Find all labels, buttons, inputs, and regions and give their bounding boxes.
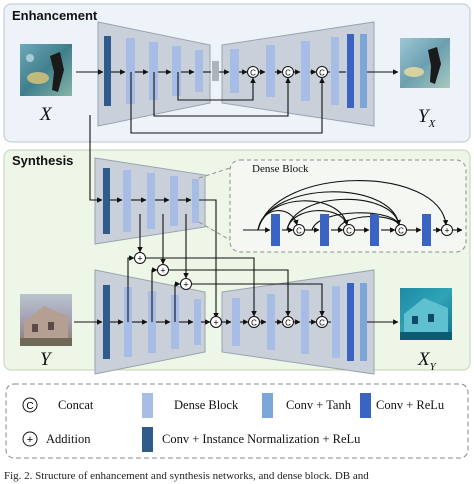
conv-relu-block [347,34,354,108]
conv-tanh-block [360,34,367,108]
dense-block-title: Dense Block [252,163,309,175]
legend-box [5,383,469,459]
svg-text:+: + [183,280,188,290]
svg-text:+: + [160,266,165,276]
dense-block [147,173,155,229]
dense-block [267,294,275,350]
conv-relu-block [320,214,329,246]
conv-relu-block [347,283,354,361]
concat-icon: C [22,397,38,413]
svg-text:+: + [27,434,33,446]
addition-node: + [210,316,222,328]
addition-node: + [134,252,146,264]
svg-text:C: C [250,69,256,78]
conv-relu-block [422,214,431,246]
legend-conv-in-relu-swatch [142,427,153,452]
legend-conv-relu-label: Conv + ReLu [376,398,445,412]
input-image-y [20,294,72,346]
input-var-x: X [40,104,52,125]
output-image-xy [400,288,452,340]
legend-dense-block-swatch [142,393,153,418]
svg-text:C: C [296,227,302,236]
concat-node: C [395,224,407,236]
bottleneck-block [212,61,219,81]
concat-node: C [282,66,294,78]
legend-conv-relu-swatch [360,393,371,418]
svg-text:C: C [251,319,257,328]
output-var-xy: XY [418,349,436,373]
svg-text:+: + [137,254,142,264]
input-image-x [20,44,72,96]
svg-text:C: C [319,69,325,78]
concat-node: C [282,316,294,328]
dense-block [230,49,239,93]
dense-block [195,50,203,92]
conv-in-relu-block [104,36,111,106]
legend-addition-label: Addition [46,432,91,446]
svg-text:+: + [213,318,218,328]
svg-text:+: + [444,226,449,236]
dense-block [170,176,178,226]
concat-node: C [248,316,260,328]
concat-node: C [293,224,305,236]
addition-node: + [157,264,169,276]
conv-relu-block [370,214,379,246]
svg-text:C: C [285,319,291,328]
enhancement-title: Enhancement [12,8,98,23]
dense-block [232,298,240,346]
legend-concat-label: Concat [58,398,94,412]
addition-icon: + [22,431,38,447]
output-var-yx: YX [418,106,436,130]
dense-block [301,41,310,101]
conv-relu-block [271,214,280,246]
legend-conv-in-relu-label: Conv + Instance Normalization + ReLu [162,432,361,446]
figure-caption: Fig. 2. Structure of enhancement and syn… [4,470,369,482]
dense-block-zoom-line [198,167,231,179]
svg-text:C: C [398,227,404,236]
addition-node: + [180,278,192,290]
addition-node: + [441,224,453,236]
dense-block [332,286,340,358]
dense-block [149,42,158,100]
dense-block-internals [243,180,463,233]
conv-in-relu-block [103,168,110,234]
dense-block [192,179,199,223]
concat-node: C [316,66,328,78]
dense-block-zoom-line [198,221,231,241]
output-image-yx [400,38,450,88]
conv-in-relu-block [103,285,110,359]
dense-block [172,46,181,96]
dense-block [126,38,135,104]
input-var-y: Y [40,349,51,370]
synthesis-title: Synthesis [12,153,74,168]
concat-node: C [247,66,259,78]
dense-block [331,37,339,105]
dense-block [194,299,201,345]
svg-text:C: C [346,227,352,236]
conv-tanh-block [360,283,367,361]
concat-node: C [343,224,355,236]
enhancement-flow [76,69,399,134]
legend-conv-tanh-label: Conv + Tanh [286,398,351,412]
synthesis-flow [74,115,399,325]
concat-node: C [316,316,328,328]
dense-block [301,290,309,354]
svg-text:C: C [319,319,325,328]
dense-block [266,45,275,97]
legend-dense-block-label: Dense Block [174,398,239,412]
svg-text:C: C [26,401,33,412]
dense-block [123,170,131,232]
svg-text:C: C [285,69,291,78]
legend-conv-tanh-swatch [262,393,273,418]
